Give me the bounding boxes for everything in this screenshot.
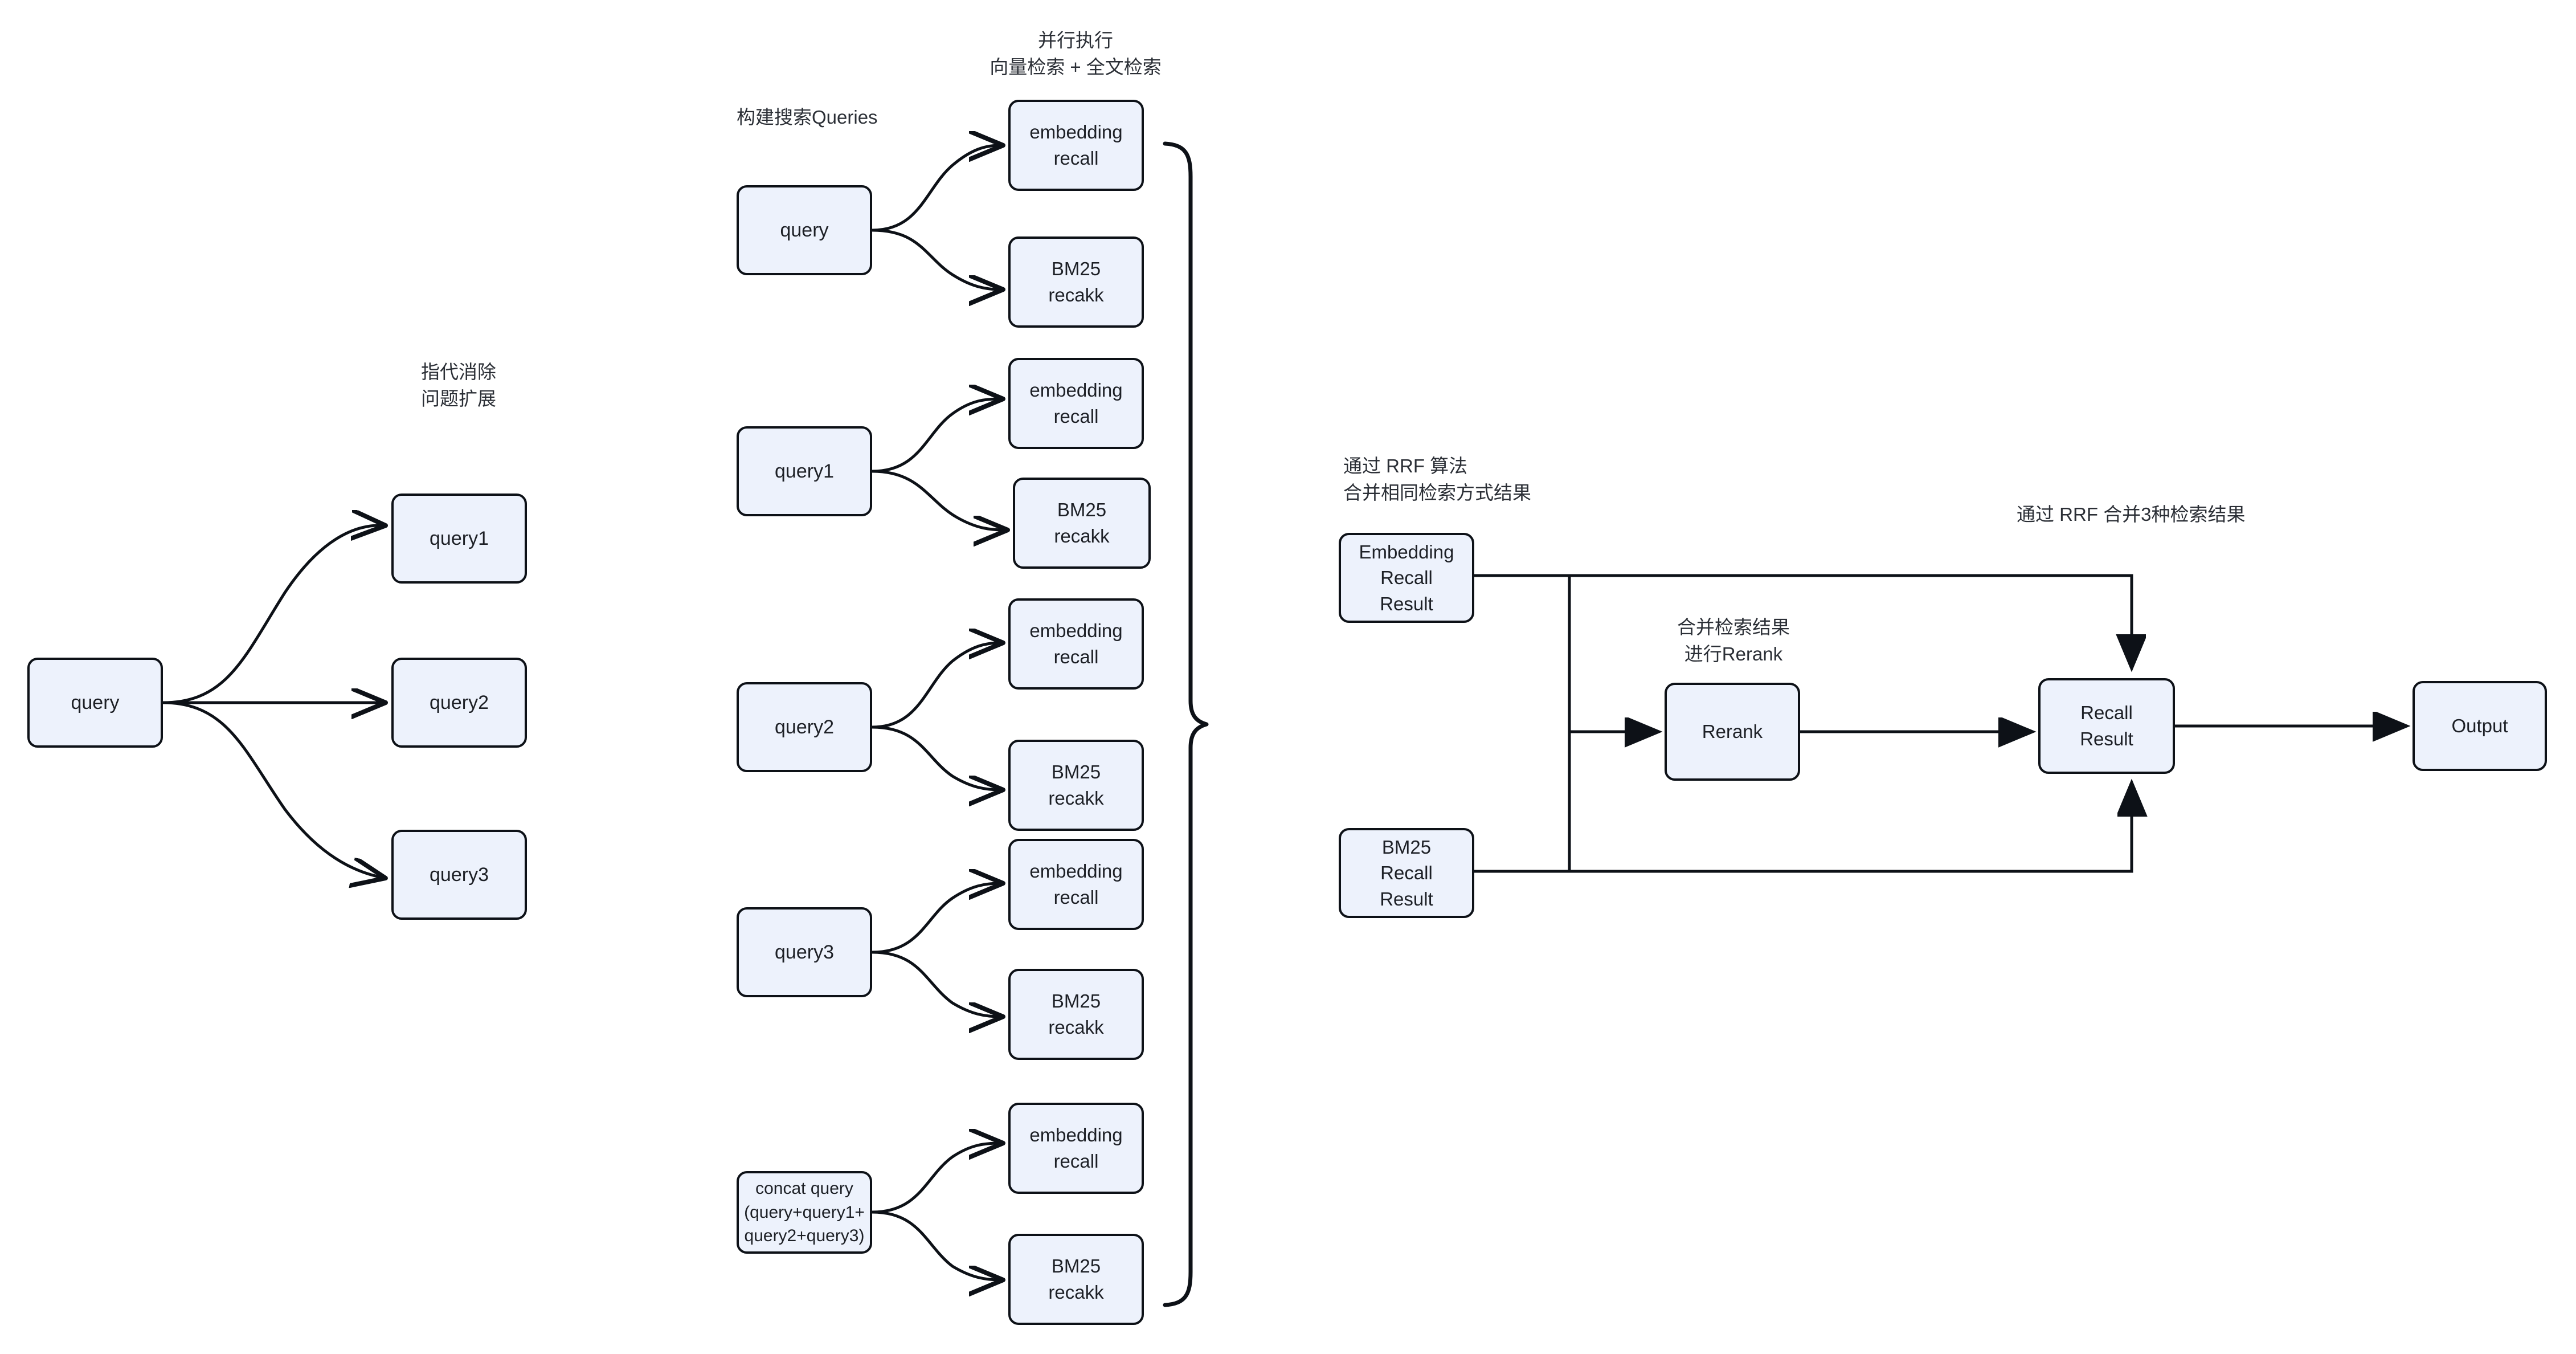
node-bm25-recall-row3[interactable]: BM25 recakk: [1008, 969, 1144, 1060]
node-concat-query[interactable]: concat query (query+query1+ query2+query…: [737, 1171, 872, 1254]
node-bm25-recall-row1[interactable]: BM25 recakk: [1013, 478, 1151, 569]
note-build-queries: 构建搜索Queries: [737, 107, 878, 128]
node-embedding-recall-result[interactable]: Embedding Recall Result: [1339, 533, 1474, 623]
merge-brace-path: [1163, 141, 1209, 1307]
node-query1-out[interactable]: query1: [391, 494, 527, 584]
node-bm25-recall-row0[interactable]: BM25 recakk: [1008, 236, 1144, 328]
note-merge-rerank: 合并检索结果 进行Rerank: [1677, 617, 1790, 664]
node-search-query-row2[interactable]: query2: [737, 682, 872, 772]
node-embedding-recall-row0[interactable]: embedding recall: [1008, 100, 1144, 191]
node-output[interactable]: Output: [2413, 681, 2547, 771]
node-search-query-row3[interactable]: query3: [737, 907, 872, 997]
node-recall-result[interactable]: Recall Result: [2038, 678, 2175, 774]
node-bm25-recall-row2[interactable]: BM25 recakk: [1008, 740, 1144, 831]
node-search-query-row1[interactable]: query1: [737, 426, 872, 516]
note-rrf-same: 通过 RRF 算法 合并相同检索方式结果: [1343, 455, 1531, 503]
node-rerank[interactable]: Rerank: [1665, 683, 1800, 781]
node-query-root[interactable]: query: [27, 658, 163, 748]
node-embedding-recall-row2[interactable]: embedding recall: [1008, 598, 1144, 690]
node-embedding-recall-row4[interactable]: embedding recall: [1008, 1103, 1144, 1194]
node-search-query-row0[interactable]: query: [737, 185, 872, 275]
note-rrf-three: 通过 RRF 合并3种检索结果: [2017, 504, 2246, 525]
node-embedding-recall-row1[interactable]: embedding recall: [1008, 358, 1144, 449]
note-rewrite: 指代消除 问题扩展: [421, 361, 496, 409]
node-embedding-recall-row3[interactable]: embedding recall: [1008, 839, 1144, 930]
node-bm25-recall-row4[interactable]: BM25 recakk: [1008, 1234, 1144, 1325]
node-query2-out[interactable]: query2: [391, 658, 527, 748]
node-query3-out[interactable]: query3: [391, 830, 527, 920]
note-parallel: 并行执行 向量检索 + 全文检索: [989, 30, 1162, 78]
node-bm25-recall-result[interactable]: BM25 Recall Result: [1339, 828, 1474, 918]
